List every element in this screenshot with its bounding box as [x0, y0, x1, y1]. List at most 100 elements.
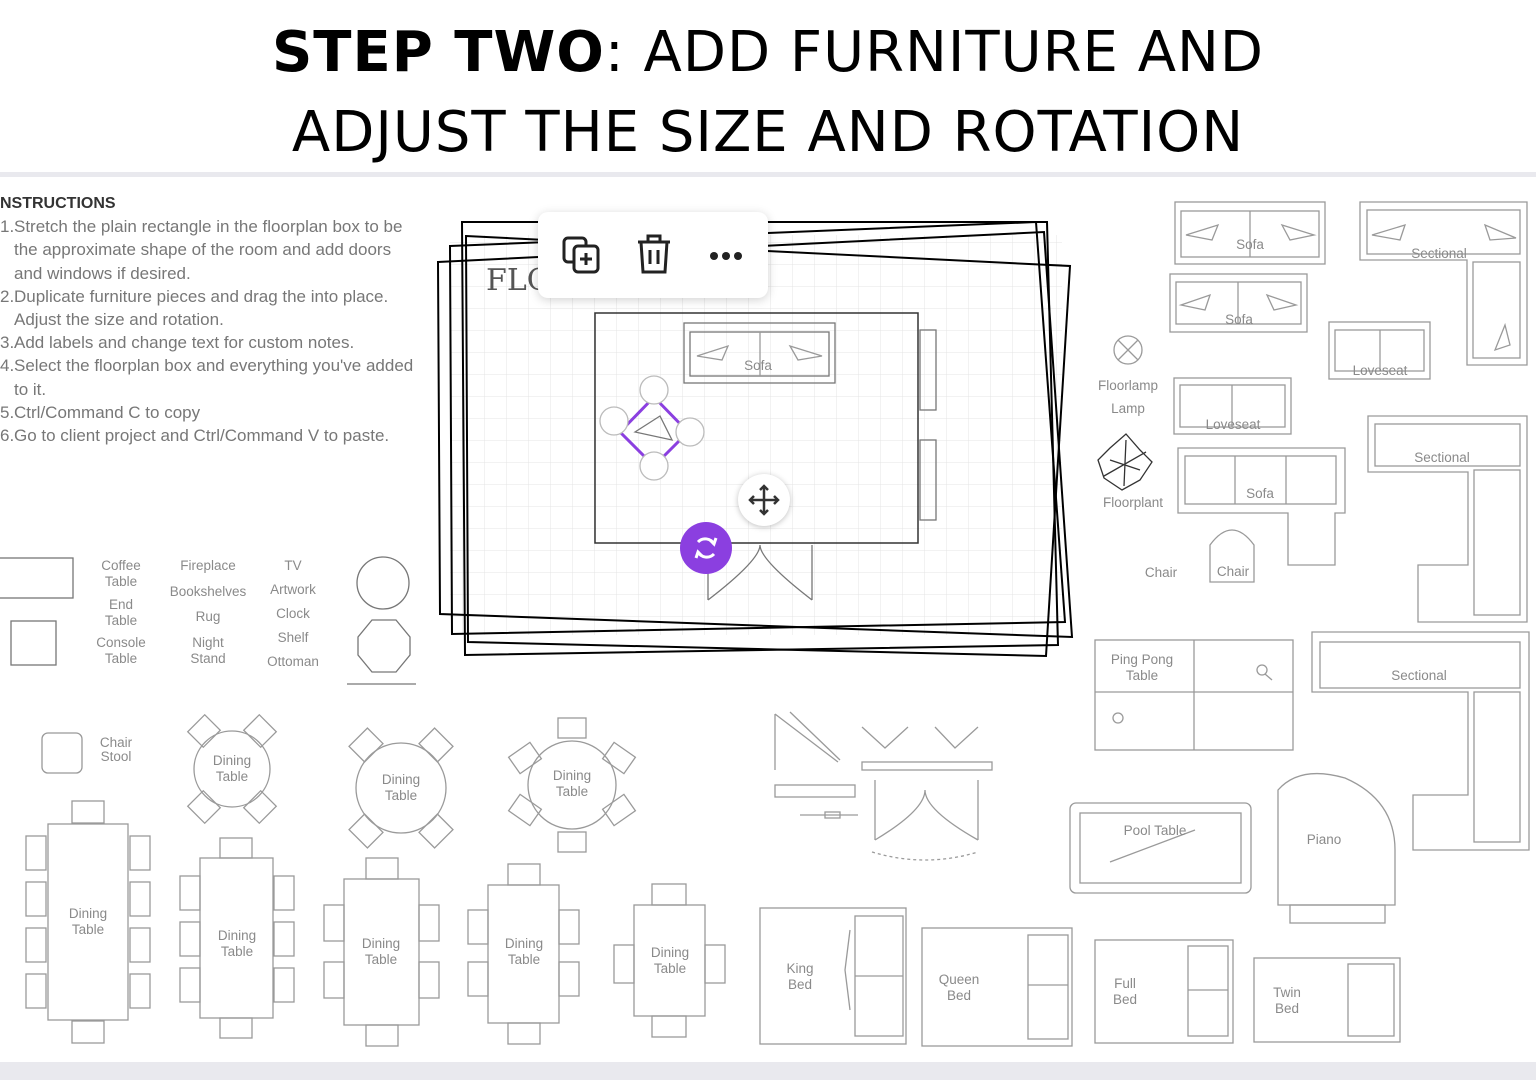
sofa-in-room[interactable] [683, 322, 836, 384]
piano-label: Piano [1306, 832, 1342, 847]
round-dining-table-6b[interactable] [507, 717, 637, 853]
loveseat-2[interactable] [1173, 377, 1292, 435]
instruction-item: 3.Add labels and change text for custom … [0, 333, 355, 353]
queen-bed[interactable] [921, 927, 1073, 1047]
dining-table-6b[interactable] [467, 863, 580, 1045]
bottom-divider [0, 1062, 1536, 1080]
duplicate-icon [562, 236, 600, 274]
ping-pong-table[interactable] [1094, 639, 1294, 751]
bookshelves-label: Bookshelves [169, 584, 247, 599]
header-line-1-rest: : ADD FURNITURE AND [604, 20, 1265, 85]
dining-table-6a[interactable] [323, 857, 440, 1047]
floorplant[interactable] [1097, 433, 1153, 491]
clock-label: Clock [276, 606, 310, 621]
floorplan-box[interactable] [436, 220, 1074, 658]
sofa-label: Sofa [1225, 312, 1253, 327]
sofa-label: Sofa [1236, 237, 1264, 252]
dining-table-label: Dining Table [650, 945, 690, 976]
loveseat-1[interactable] [1328, 321, 1431, 380]
sectional-3[interactable] [1311, 631, 1530, 851]
chair-stool-label: Chair Stool [99, 735, 133, 764]
dining-table-label: Dining Table [361, 936, 401, 967]
selected-chair[interactable] [599, 375, 705, 481]
round-table-shape[interactable] [356, 556, 410, 610]
chair-label: Chair [1216, 564, 1250, 579]
full-bed[interactable] [1094, 939, 1234, 1044]
coffee-table-shape[interactable] [0, 557, 74, 599]
twin-bed[interactable] [1253, 957, 1401, 1043]
rug-label: Rug [195, 609, 221, 624]
instructions-title: NSTRUCTIONS [0, 195, 116, 212]
coffee-table-label: Coffee Table [101, 558, 141, 589]
top-divider [0, 172, 1536, 177]
move-handle[interactable] [738, 474, 790, 526]
header-step-label: STEP TWO [271, 20, 605, 85]
end-table-shape[interactable] [10, 620, 57, 666]
twin-bed-label: Twin Bed [1273, 985, 1301, 1016]
console-table-label: Console Table [96, 635, 146, 666]
sectional-1[interactable] [1359, 201, 1528, 366]
duplicate-button[interactable] [558, 230, 606, 278]
header-line-1: STEP TWO: ADD FURNITURE AND [0, 20, 1536, 85]
dining-table-label: Dining Table [217, 928, 257, 959]
page-header: STEP TWO: ADD FURNITURE AND ADJUST THE S… [0, 0, 1536, 172]
dining-table-label: Dining Table [212, 753, 252, 784]
sectional-2[interactable] [1367, 415, 1528, 623]
delete-button[interactable] [630, 230, 678, 278]
move-icon [748, 484, 780, 516]
sofa-label-in-room: Sofa [744, 358, 772, 373]
artwork-label: Artwork [270, 582, 316, 597]
king-bed[interactable] [759, 907, 907, 1045]
sofa-3[interactable] [1177, 447, 1346, 566]
dining-table-label: Dining Table [68, 906, 108, 937]
floorplant-label: Floorplant [1102, 495, 1164, 510]
room-rectangle[interactable] [594, 312, 919, 544]
dining-table-8[interactable] [179, 837, 295, 1039]
ping-pong-table-label: Ping Pong Table [1110, 652, 1174, 683]
chair-label: Chair [1144, 565, 1178, 580]
loveseat-label: Loveseat [1352, 363, 1408, 378]
tv-label: TV [284, 558, 302, 573]
instruction-item: 4.Select the floorplan box and everythin… [0, 356, 414, 399]
octagon-shape[interactable] [357, 619, 411, 673]
rotate-icon [694, 537, 718, 559]
sofa-1[interactable] [1174, 201, 1326, 265]
floor-lamp[interactable] [1113, 335, 1143, 365]
dining-table-label: Dining Table [381, 772, 421, 803]
more-options-button[interactable] [702, 230, 750, 278]
sectional-label: Sectional [1391, 668, 1447, 683]
sectional-label: Sectional [1411, 246, 1467, 261]
dining-table-label: Dining Table [552, 768, 592, 799]
selection-toolbar [538, 212, 768, 298]
trash-icon [638, 234, 670, 274]
round-dining-table-6a[interactable] [348, 727, 454, 849]
night-stand-label: Night Stand [190, 635, 226, 666]
full-bed-label: Full Bed [1112, 976, 1138, 1007]
dining-table-label: Dining Table [504, 936, 544, 967]
sofa-2[interactable] [1169, 273, 1308, 333]
chair-item[interactable] [1209, 529, 1255, 583]
pool-table[interactable] [1069, 802, 1252, 894]
dining-table-6c[interactable] [613, 883, 726, 1038]
sofa-label: Sofa [1246, 486, 1274, 501]
chair-stool-shape[interactable] [41, 732, 83, 774]
pool-table-label: Pool Table [1123, 823, 1187, 838]
king-bed-label: King Bed [786, 961, 814, 992]
door-window-symbols[interactable] [774, 711, 993, 861]
sectional-label: Sectional [1414, 450, 1470, 465]
queen-bed-label: Queen Bed [938, 972, 980, 1003]
rotate-handle[interactable] [680, 522, 732, 574]
piano[interactable] [1277, 772, 1396, 924]
instruction-item: 2.Duplicate furniture pieces and drag th… [0, 286, 389, 330]
instruction-item: 5.Ctrl/Command C to copy [0, 402, 201, 422]
ottoman-label: Ottoman [267, 654, 319, 669]
more-icon [710, 252, 742, 260]
fireplace-label: Fireplace [180, 558, 236, 573]
instruction-item: 1.Stretch the plain rectangle in the flo… [0, 217, 403, 283]
shelf-label: Shelf [277, 630, 309, 645]
loveseat-label: Loveseat [1205, 417, 1261, 432]
round-dining-table-4[interactable] [186, 713, 278, 825]
instructions-panel: NSTRUCTIONS 1.Stretch the plain rectangl… [0, 192, 420, 447]
dining-table-10[interactable] [25, 800, 151, 1044]
